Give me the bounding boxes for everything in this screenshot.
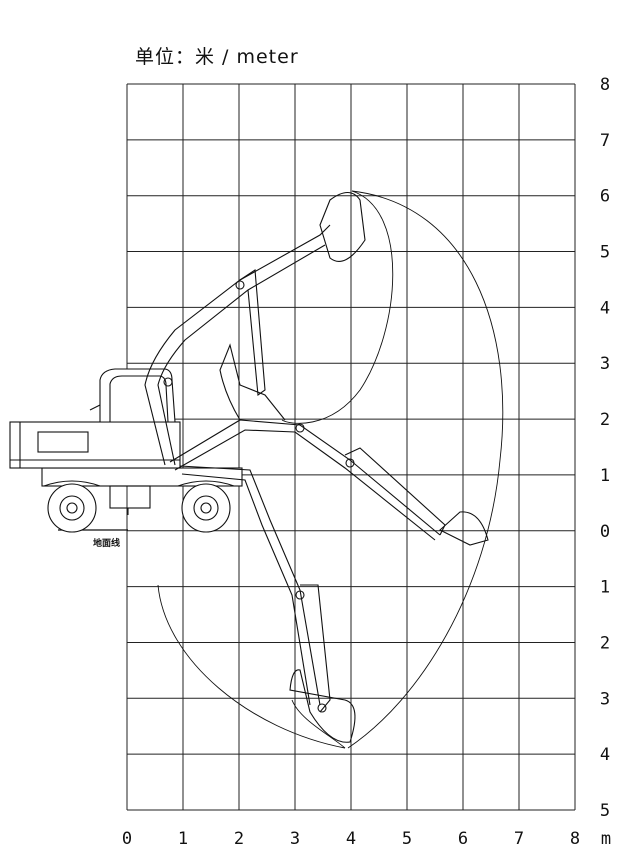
y-tick-label: 5 [600, 801, 610, 821]
grid [126, 83, 576, 811]
boom-mid-position [169, 343, 489, 546]
engine-grille [37, 431, 89, 453]
boom-upper-position [144, 191, 366, 466]
x-tick-label: 0 [122, 829, 132, 849]
x-tick-label: 1 [178, 829, 188, 849]
x-tick-label: 5 [402, 829, 412, 849]
ground-line-label: 地面线 [93, 537, 120, 549]
x-tick-label: 7 [514, 829, 524, 849]
x-tick-label: 6 [458, 829, 468, 849]
excavator-machine [9, 368, 243, 533]
y-tick-label: 6 [600, 187, 610, 207]
max-reach-envelope [347, 190, 504, 749]
front-wheel [47, 483, 97, 533]
y-tick-label: 2 [600, 410, 610, 430]
engine-housing [9, 421, 181, 469]
x-tick-label: 3 [290, 829, 300, 849]
y-tick-label: 1 [600, 466, 610, 486]
y-tick-label: 2 [600, 633, 610, 653]
y-tick-label: 3 [600, 689, 610, 709]
x-tick-label: 4 [346, 829, 356, 849]
boom-lower-position [179, 465, 356, 743]
y-tick-label: 1 [600, 578, 610, 598]
y-tick-label: 7 [600, 131, 610, 151]
y-tick-label: 4 [600, 745, 610, 765]
y-tick-label: 3 [600, 354, 610, 374]
y-tick-label: 4 [600, 298, 610, 318]
unit-title: 单位：米 / meter [135, 46, 299, 68]
x-tick-label: 2 [234, 829, 244, 849]
y-tick-label: 5 [600, 243, 610, 263]
working-envelope [157, 190, 504, 749]
x-tick-label: 8 [570, 829, 580, 849]
inner-envelope-upper [281, 190, 394, 424]
rear-wheel [181, 483, 231, 533]
y-tick-label: 0 [600, 522, 610, 542]
y-tick-label: 8 [600, 75, 610, 95]
cab [99, 368, 176, 423]
unit-label: m [601, 829, 611, 849]
inner-envelope-lower [157, 584, 346, 749]
dig-depth-curve [291, 699, 346, 749]
